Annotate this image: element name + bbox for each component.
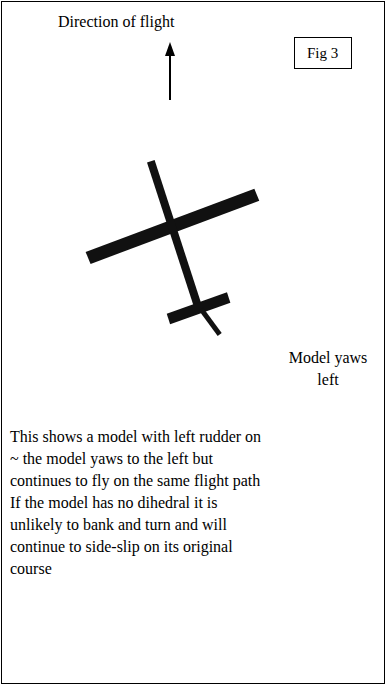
- flight-arrow: [165, 42, 175, 100]
- model-aircraft: [65, 133, 295, 366]
- note-text: If the model has no dihedral it is unlik…: [10, 492, 272, 580]
- yaw-label: Model yaws left: [286, 347, 370, 391]
- flight-direction-label: Direction of flight: [58, 11, 174, 33]
- figure-label-box: Fig 3: [294, 37, 352, 69]
- note-text: This shows a model with left rudder on ~…: [10, 426, 272, 492]
- figure-number: Fig 3: [307, 44, 338, 62]
